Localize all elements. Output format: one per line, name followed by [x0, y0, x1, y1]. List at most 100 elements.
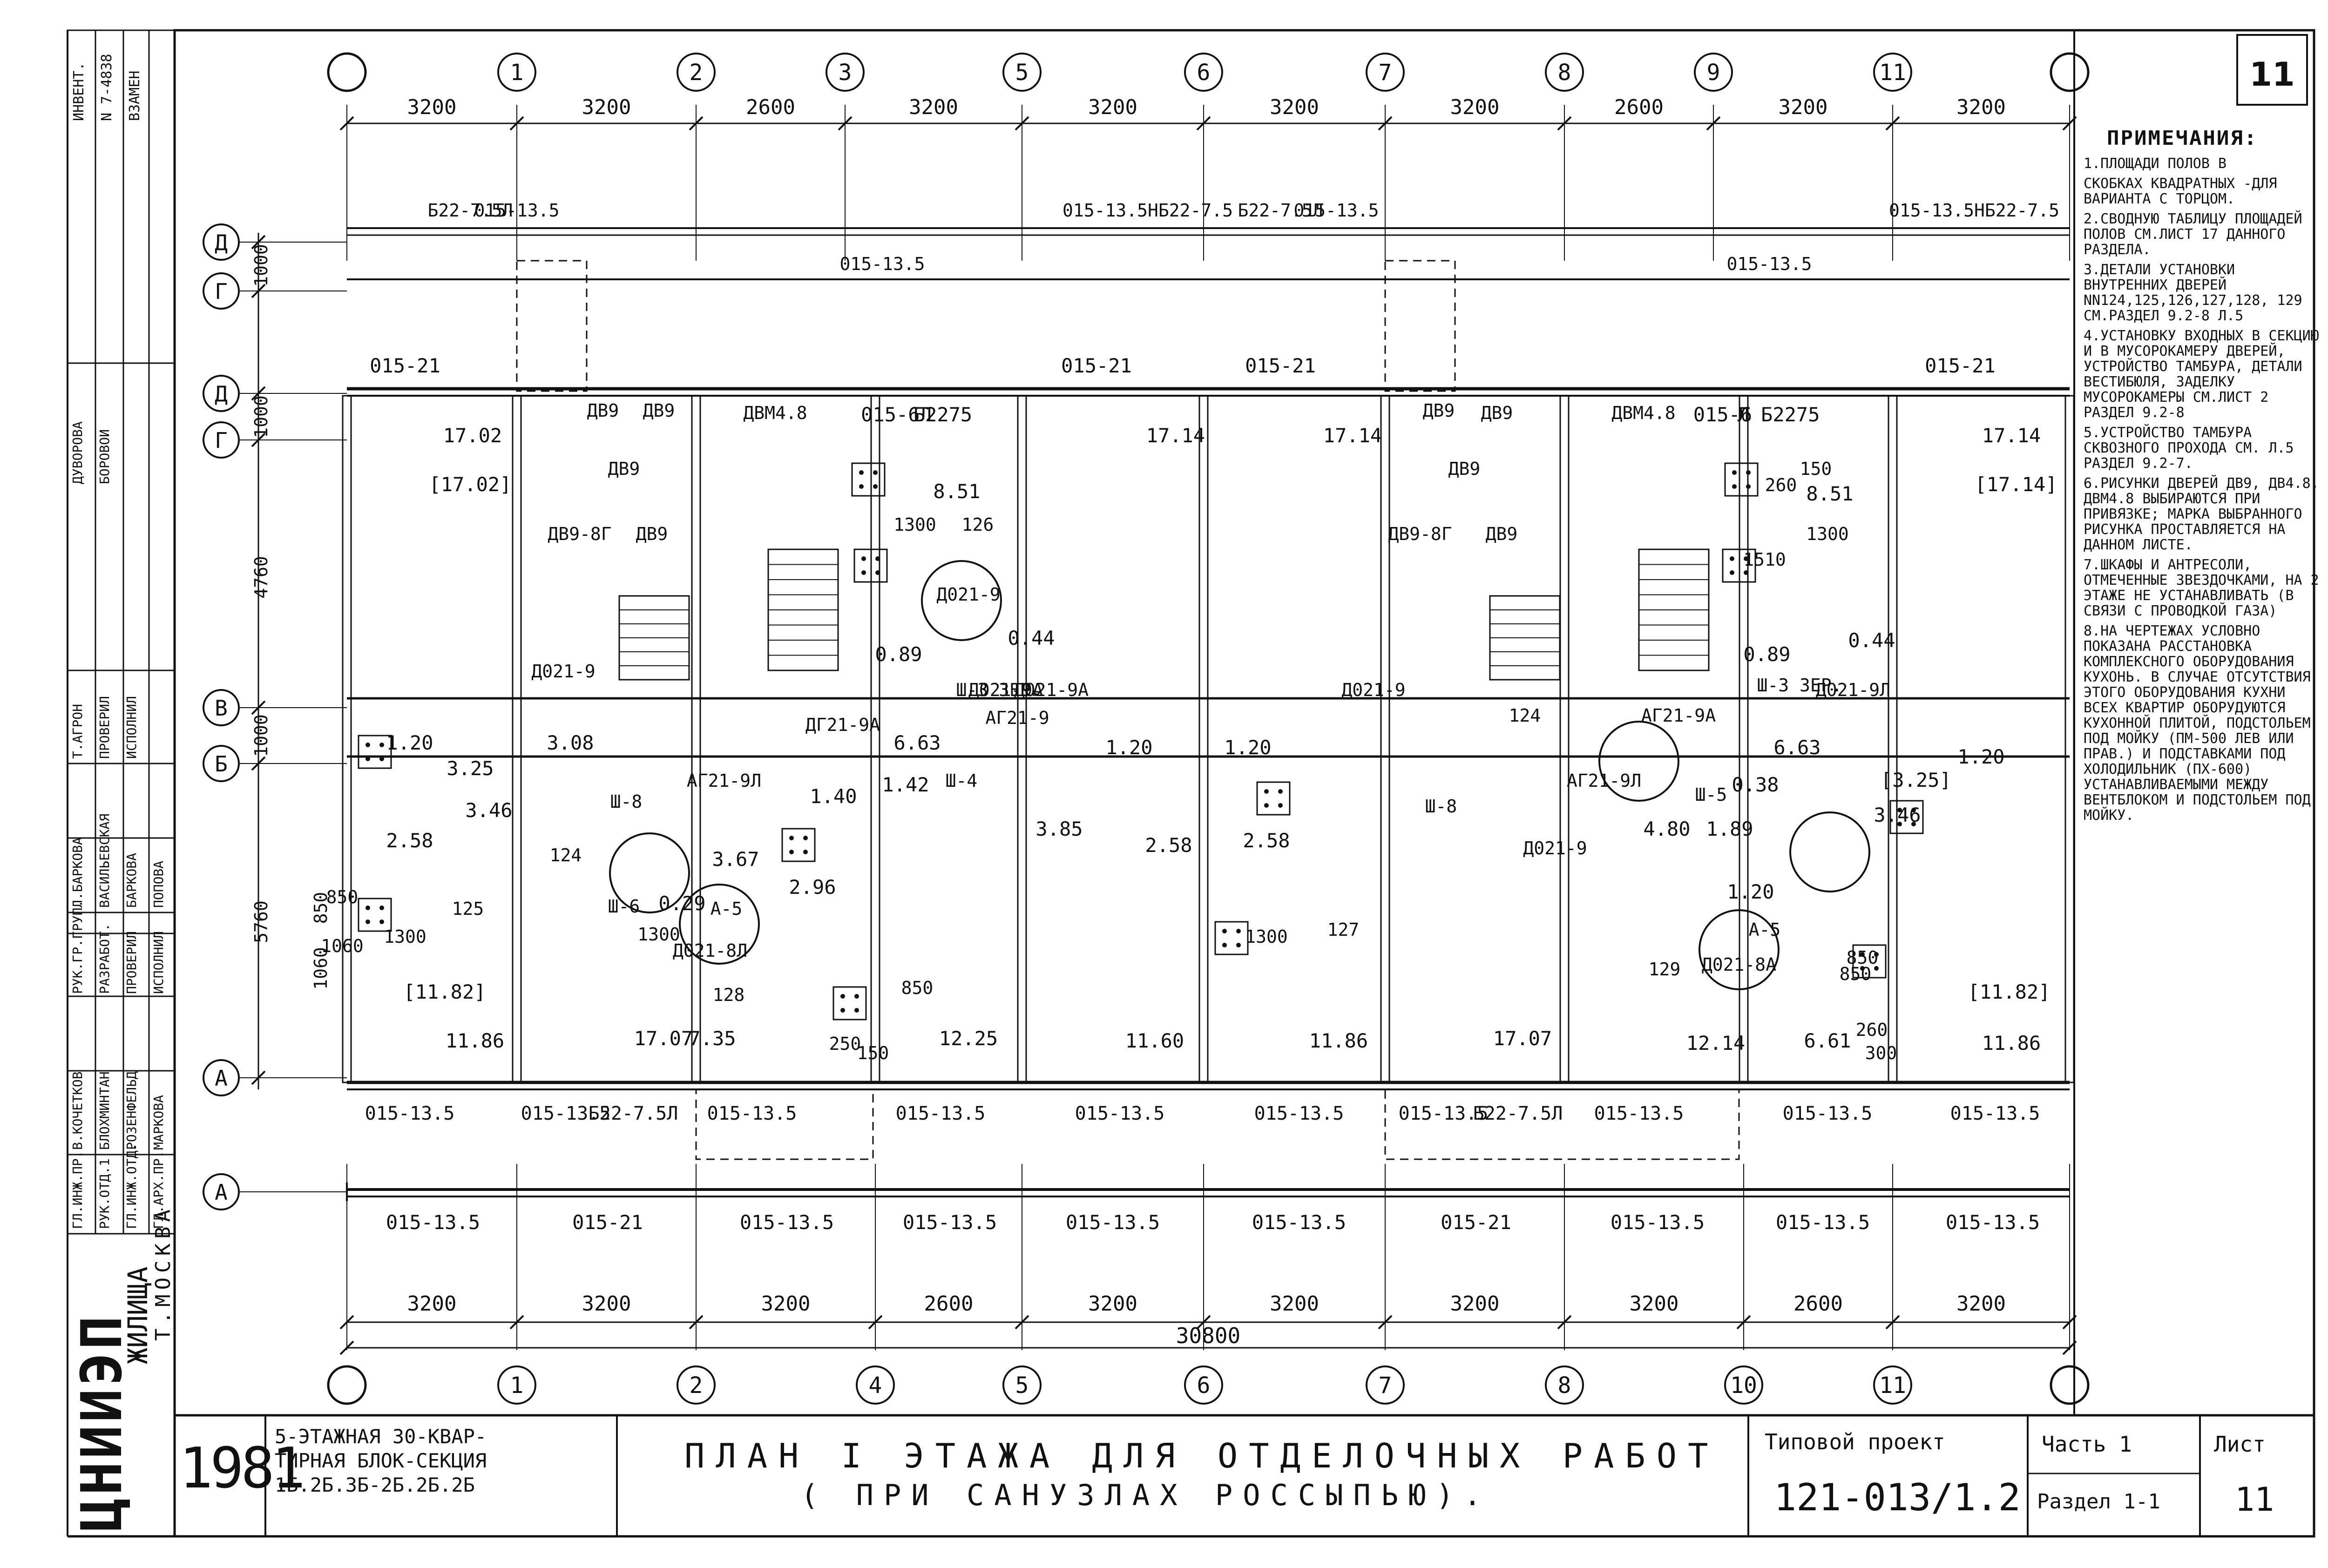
end-wall	[342, 395, 352, 1083]
door-label: ДВМ4.8	[743, 403, 807, 423]
area-label: 0.89	[875, 643, 922, 666]
room-number-label: 850	[901, 978, 934, 998]
stamp-text: ДУВОРОВА	[70, 421, 85, 484]
window-label-lower: 015-13.5	[521, 1103, 611, 1124]
dimension-label-left: 4760	[251, 556, 271, 599]
dimension-tick	[689, 1315, 704, 1330]
area-label: 2.58	[1145, 834, 1192, 857]
door-label: ДВ9	[636, 524, 668, 544]
area-label: [11.82]	[403, 980, 486, 1003]
room-number-label: 850	[1840, 964, 1872, 984]
dimension-tick	[1557, 116, 1572, 131]
plan-geometry	[240, 105, 2077, 1355]
burner-dot	[803, 850, 808, 854]
axis-label-top: 1	[510, 60, 524, 86]
axis-bubble-row	[203, 223, 240, 261]
burner-dot	[379, 906, 384, 910]
dimension-tick	[1885, 116, 1900, 131]
building-desc-line: ТИРНАЯ БЛОК-СЕКЦИЯ	[275, 1449, 487, 1472]
area-label: 3.25	[447, 757, 494, 780]
window-label-bottom: 015-13.5	[1252, 1211, 1346, 1234]
axis-label-row: А	[215, 1066, 228, 1091]
building-description: 5-ЭТАЖНАЯ 30-КВАР- ТИРНАЯ БЛОК-СЕКЦИЯ 1Б…	[275, 1425, 487, 1497]
dimension-tick	[251, 700, 266, 715]
room-number-label: 850	[326, 887, 359, 907]
dimension-label-bottom: 3200	[1088, 1292, 1137, 1316]
door-label: ДВ9	[643, 400, 675, 421]
dimension-label-bottom: 3200	[761, 1292, 811, 1316]
stamp-text: ПОПОВА	[151, 860, 166, 908]
area-label: 0.38	[1732, 773, 1779, 796]
area-label: 1.20	[1224, 736, 1271, 759]
dimension-label-bottom: 3200	[407, 1292, 457, 1316]
stamp-text: РОЗЕНФЕЛЬД	[124, 1071, 139, 1150]
room-number-label: 1300	[893, 514, 936, 535]
door-label: Д021-8А	[1702, 954, 1776, 975]
burner-dot	[861, 570, 866, 575]
door-label: ДГ21-9А	[805, 715, 880, 735]
dashed-outline	[695, 1088, 874, 1160]
area-label: [3.25]	[1881, 769, 1951, 791]
area-label: 6.61	[1804, 1029, 1851, 1052]
area-label: 17.14	[1323, 424, 1382, 447]
window-label-balcony: 015-13.5	[1726, 254, 1812, 274]
burner-dot	[1236, 943, 1241, 947]
window-label-balcony: Б22-7.5Л	[427, 200, 513, 221]
door-label: Д021-9А	[1014, 680, 1089, 700]
kitchen-unit	[832, 986, 867, 1021]
sheet-title-line2: ( ПРИ САНУЗЛАХ РОССЫПЬЮ).	[801, 1478, 1492, 1512]
cross-wall	[1739, 395, 1749, 1083]
room-number-label: 1300	[637, 924, 680, 945]
burner-dot	[365, 757, 370, 761]
area-label: 11.86	[1982, 1032, 2041, 1054]
axis-label-bottom: 7	[1379, 1372, 1392, 1399]
kitchen-unit	[358, 735, 392, 769]
stamp-text: ПРОВЕРИЛ	[97, 696, 112, 759]
cross-wall	[1888, 395, 1898, 1083]
room-number-label: 850	[1847, 947, 1879, 968]
axis-label-top: 7	[1379, 60, 1392, 86]
axis-bubble-blank	[2050, 52, 2090, 92]
burner-dot	[873, 484, 878, 489]
dimension-label-top: 3200	[1956, 95, 2006, 119]
detail-callout-circle	[1789, 811, 1870, 892]
room-number-label: Ш-3 ЗЕР.	[956, 680, 1041, 700]
window-label-upper: 015-21	[1245, 354, 1316, 377]
area-label: 3.85	[1035, 818, 1083, 840]
area-label: [17.02]	[429, 473, 511, 496]
stamp-text: В.КОЧЕТКОВ	[70, 1071, 85, 1150]
dimension-label-left: 1000	[251, 714, 271, 757]
area-label: 2.58	[1243, 829, 1290, 852]
axis-bubble-row	[203, 272, 240, 310]
room-number-label: 1300	[1245, 926, 1288, 947]
sheet-title-line1: ПЛАН I ЭТАЖА ДЛЯ ОТДЕЛОЧНЫХ РАБОТ	[684, 1436, 1719, 1475]
dimension-label-bottom: 3200	[1630, 1292, 1679, 1316]
detail-callout-circle	[1699, 909, 1780, 990]
area-label: 11.60	[1125, 1029, 1184, 1052]
burner-dot	[873, 470, 878, 475]
axis-bubble-blank	[2050, 1365, 2090, 1405]
room-number-label: 150	[1800, 459, 1832, 479]
window-label-bottom: 015-13.5	[1946, 1211, 2040, 1234]
area-label: 7.35	[689, 1027, 736, 1050]
stamp-text: Т.АГРОН	[70, 703, 85, 759]
dimension-label-top: 3200	[407, 95, 457, 119]
burner-dot	[854, 1008, 859, 1013]
burner-dot	[1732, 470, 1737, 475]
axis-bubble-bottom	[1545, 1365, 1584, 1405]
area-label: 0.89	[1743, 643, 1790, 666]
door-label: ДВ9	[1481, 403, 1513, 423]
area-label: 11.86	[1309, 1029, 1368, 1052]
detail-callout-circle	[609, 832, 690, 913]
dimension-label-top: 2600	[746, 95, 795, 119]
window-label-bottom: 015-13.5	[1776, 1211, 1870, 1234]
burner-dot	[1874, 952, 1879, 957]
window-label-lower: 015-13.5	[1254, 1103, 1344, 1124]
end-wall	[2064, 395, 2075, 1083]
cross-wall	[691, 395, 701, 1083]
area-label: 2.96	[789, 876, 836, 899]
kitchen-unit	[781, 828, 816, 862]
area-label: 17.14	[1146, 424, 1205, 447]
dimension-tick	[868, 1315, 883, 1330]
